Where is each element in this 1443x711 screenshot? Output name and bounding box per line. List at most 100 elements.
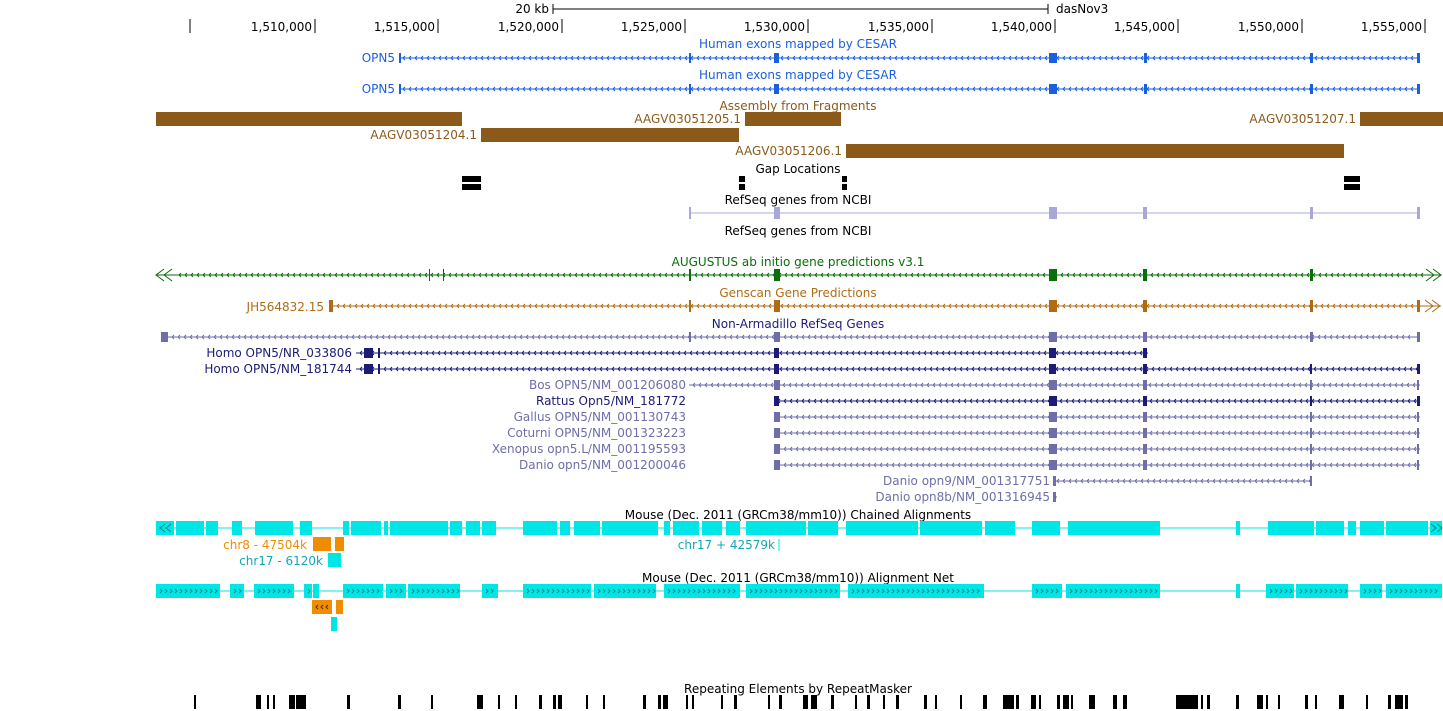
chain-block[interactable] xyxy=(808,521,838,535)
repeat-element[interactable] xyxy=(1031,695,1036,709)
gap-block[interactable] xyxy=(739,184,745,190)
chain-block[interactable] xyxy=(1386,521,1428,535)
refseq-exon[interactable] xyxy=(1143,207,1147,219)
chain-block[interactable] xyxy=(1316,521,1344,535)
repeat-element[interactable] xyxy=(586,695,588,709)
net-block[interactable] xyxy=(482,584,498,598)
chain-block[interactable] xyxy=(1268,521,1314,535)
repeat-element[interactable] xyxy=(1063,695,1069,709)
chain-block[interactable] xyxy=(560,521,570,535)
chain-block[interactable] xyxy=(390,521,448,535)
chain-block[interactable] xyxy=(206,521,218,535)
cesar-opn5-exon[interactable] xyxy=(1144,53,1147,63)
fragment-block[interactable] xyxy=(745,112,841,126)
mouse-chained-alignments-track[interactable]: Mouse (Dec. 2011 (GRCm38/mm10)) Chained … xyxy=(156,508,1443,568)
refseq-exon[interactable] xyxy=(774,207,780,219)
repeat-element[interactable] xyxy=(498,695,500,709)
cesar-opn5-exon[interactable] xyxy=(1144,84,1147,94)
chain-block[interactable] xyxy=(482,521,496,535)
cesar-opn5-exon[interactable] xyxy=(774,84,779,94)
gap-block[interactable] xyxy=(462,176,481,182)
net-block[interactable] xyxy=(313,584,319,598)
nonarmadillo-gene-exon[interactable] xyxy=(1049,460,1057,470)
nonarmadillo-gene-exon[interactable] xyxy=(774,412,780,422)
repeat-element[interactable] xyxy=(431,695,433,709)
net-block[interactable] xyxy=(254,584,294,598)
chain-block-chr8[interactable] xyxy=(335,537,344,551)
repeat-element[interactable] xyxy=(867,695,870,709)
refseq-exon[interactable] xyxy=(689,207,691,219)
repeat-element[interactable] xyxy=(477,695,483,709)
chain-label[interactable]: chr17 + 42579k xyxy=(678,538,775,552)
chain-block[interactable] xyxy=(176,521,204,535)
nonarmadillo-gene-exon[interactable] xyxy=(1143,396,1147,406)
nonarmadillo-gene-exon[interactable] xyxy=(378,364,380,374)
repeat-element[interactable] xyxy=(924,695,927,709)
nonarmadillo-gene-exon[interactable] xyxy=(1049,444,1057,454)
nonarmadillo-gene-exon[interactable] xyxy=(1049,380,1057,390)
genscan-exon[interactable] xyxy=(1143,300,1147,312)
chain-block[interactable] xyxy=(384,521,388,535)
repeat-element[interactable] xyxy=(1176,695,1198,709)
repeat-element[interactable] xyxy=(558,695,562,709)
nonarmadillo-gene-exon[interactable] xyxy=(1310,476,1312,486)
augustus-exon[interactable] xyxy=(774,269,780,281)
net-block[interactable] xyxy=(1266,584,1294,598)
net-block[interactable] xyxy=(848,584,984,598)
chain-label[interactable]: chr17 - 6120k xyxy=(239,554,323,568)
chain-block-chr8[interactable] xyxy=(313,537,331,551)
repeat-element[interactable] xyxy=(896,695,899,709)
gap-block[interactable] xyxy=(842,176,847,182)
net-block[interactable] xyxy=(156,584,220,598)
genscan-exon[interactable] xyxy=(774,300,780,312)
chain-block[interactable] xyxy=(466,521,480,535)
chain-block[interactable] xyxy=(1032,521,1060,535)
net-block[interactable] xyxy=(523,584,591,598)
augustus-exon[interactable] xyxy=(1310,269,1313,281)
gap-block[interactable] xyxy=(739,176,745,182)
chain-block[interactable] xyxy=(232,521,242,535)
augustus-track[interactable]: AUGUSTUS ab initio gene predictions v3.1 xyxy=(155,255,1442,282)
nonarmadillo-gene-exon[interactable] xyxy=(1053,476,1056,486)
gene-label-opn5[interactable]: OPN5 xyxy=(362,51,395,65)
augustus-exon[interactable] xyxy=(1049,269,1057,281)
nonarmadillo-gene-exon[interactable] xyxy=(774,364,779,374)
nonarmadillo-gene-exon[interactable] xyxy=(1143,428,1147,438)
nonarmadillo-gene-label[interactable]: Danio opn5/NM_001200046 xyxy=(519,458,686,472)
chain-block[interactable] xyxy=(1360,521,1372,535)
repeat-element[interactable] xyxy=(1057,695,1060,709)
repeat-element[interactable] xyxy=(983,695,987,709)
nonarmadillo-gene-exon[interactable] xyxy=(378,348,380,358)
cesar-opn5-exon[interactable] xyxy=(1417,84,1420,94)
genscan-exon[interactable] xyxy=(1310,300,1313,312)
repeat-element[interactable] xyxy=(515,695,517,709)
nonarmadillo-gene-exon[interactable] xyxy=(1417,444,1419,454)
repeat-element[interactable] xyxy=(256,695,261,709)
chain-block[interactable] xyxy=(602,521,658,535)
nonarmadillo-gene-label[interactable]: Gallus OPN5/NM_001130743 xyxy=(514,410,686,424)
repeat-element[interactable] xyxy=(663,695,668,709)
chain-block[interactable] xyxy=(985,521,1015,535)
repeat-element[interactable] xyxy=(1278,695,1280,709)
nonarmadillo-gene-label[interactable]: Bos OPN5/NM_001206080 xyxy=(529,378,686,392)
repeat-element[interactable] xyxy=(1039,695,1041,709)
chain-block[interactable] xyxy=(664,521,670,535)
nonarmadillo-exon[interactable] xyxy=(161,332,168,342)
nonarmadillo-gene-exon[interactable] xyxy=(364,364,373,374)
net-block[interactable] xyxy=(1236,584,1240,598)
repeat-element[interactable] xyxy=(553,695,556,709)
repeat-element[interactable] xyxy=(1201,695,1203,709)
nonarmadillo-gene-label[interactable]: Coturni OPN5/NM_001323223 xyxy=(507,426,686,440)
repeat-element[interactable] xyxy=(1016,695,1019,709)
chain-block[interactable] xyxy=(1348,521,1356,535)
net-block[interactable] xyxy=(343,584,383,598)
repeat-element[interactable] xyxy=(803,695,808,709)
nonarmadillo-gene-exon[interactable] xyxy=(1310,428,1312,438)
chain-block[interactable] xyxy=(746,521,806,535)
repeat-element[interactable] xyxy=(1339,695,1344,709)
